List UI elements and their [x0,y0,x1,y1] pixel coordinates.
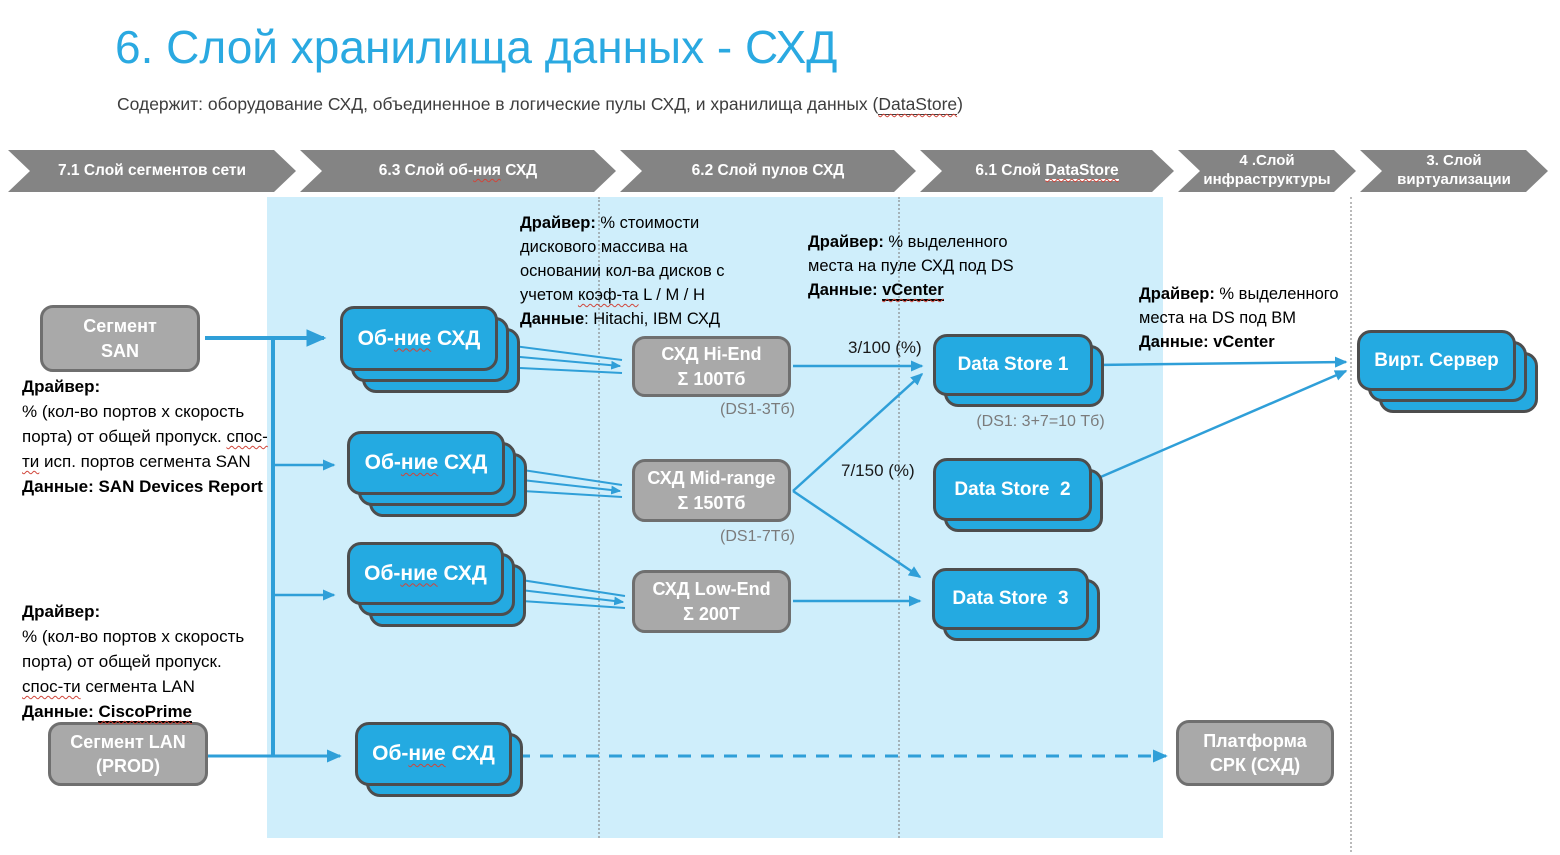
edge-label-mid-range-share: 7/150 (%) [841,461,915,480]
caption-mid-range-ds1: (DS1-7Тб) [720,528,795,545]
subtitle-text: Содержит: оборудование СХД, объединенное… [117,94,879,114]
node-virtual-server: Вирт. Сервер [1357,330,1538,413]
node-data-store-3: Data Store 3 [932,568,1100,641]
edge-label-hi-end-share: 3/100 (%) [848,338,922,357]
node-data-store-2: Data Store 2 [933,458,1103,532]
separator-4-3 [1350,197,1352,852]
node-storage-union-2: Об-ние СХД [347,431,527,517]
band-step-network-segments: 7.1 Слой сегментов сети [8,150,296,192]
node-label: Об-ние СХД [347,431,505,495]
separator-63-62 [598,197,600,838]
caption-hi-end-ds1: (DS1-3Тб) [720,401,795,418]
band-step-storage-pools: 6.2 Слой пулов СХД [620,150,916,192]
node-label: Data Store 1 [933,334,1093,396]
node-storage-union-4: Об-ние СХД [355,722,523,797]
node-storage-union-3: Об-ние СХД [347,542,526,627]
node-segment-lan: Сегмент LAN(PROD) [48,722,208,786]
node-label: Об-ние СХД [355,722,512,786]
band-step-label: 6.3 Слой об-ния СХД [378,162,538,179]
band-step-storage-union: 6.3 Слой об-ния СХД [300,150,616,192]
band-step-label: 7.1 Слой сегментов сети [58,162,246,179]
node-label: Вирт. Сервер [1357,330,1516,391]
subtitle-suffix: ) [957,94,963,114]
page-subtitle: Содержит: оборудование СХД, объединенное… [117,94,963,115]
subtitle-datastore-link: DataStore [878,94,958,115]
page-title: 6. Слой хранилища данных - СХД [115,21,838,73]
node-label: Об-ние СХД [347,542,504,605]
node-label: Data Store 2 [933,458,1092,521]
band-step-label: 6.1 Слой DataStore [975,162,1119,179]
node-data-store-1: Data Store 1 [933,334,1104,407]
node-storage-union-1: Об-ние СХД [340,306,520,393]
node-label: Data Store 3 [932,568,1089,630]
band-step-datastore: 6.1 Слой DataStore [920,150,1174,192]
band-step-label: 6.2 Слой пулов СХД [691,162,845,179]
node-label: Об-ние СХД [340,306,498,371]
caption-ds1-total: (DS1: 3+7=10 Тб) [976,413,1105,430]
